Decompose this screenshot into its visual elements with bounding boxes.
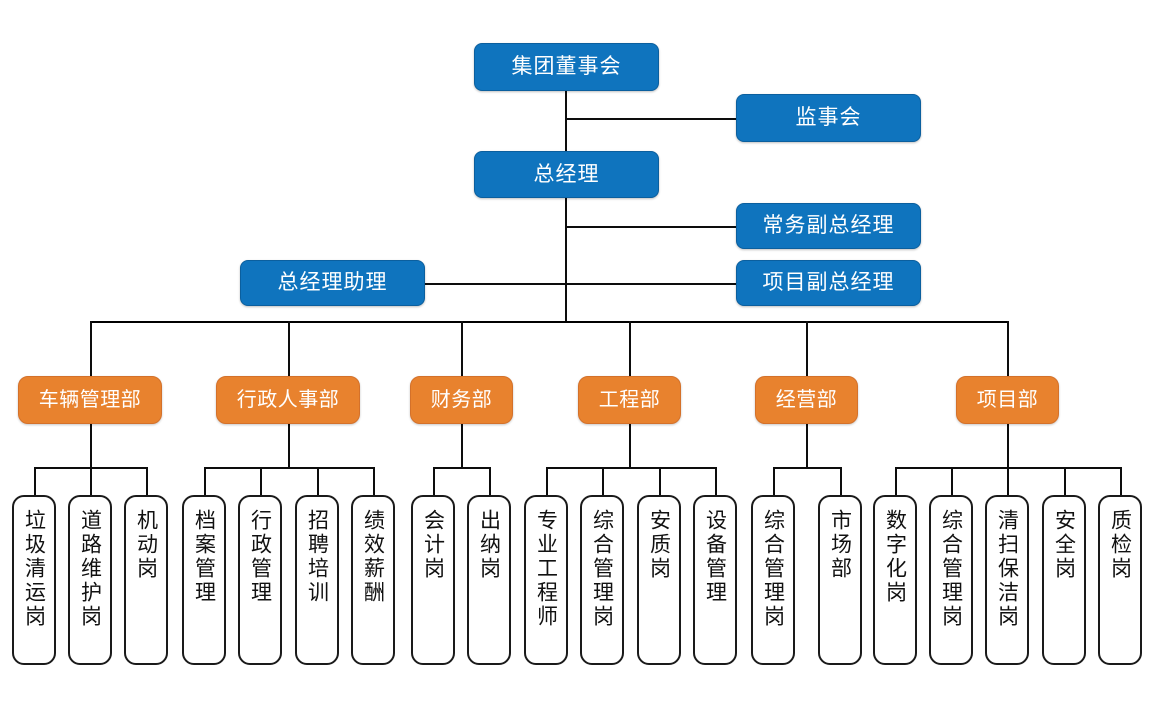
connector-dept2-stem <box>288 424 290 467</box>
connector-gm-to-project-deputy <box>565 283 736 285</box>
connector-gm-to-exec-deputy <box>565 226 736 228</box>
node-post-机动岗[interactable]: 机动岗 <box>124 495 168 665</box>
node-post-出纳岗[interactable]: 出纳岗 <box>467 495 511 665</box>
department-bus <box>90 321 1008 323</box>
connector-dept1-post-1 <box>34 467 36 495</box>
post-label: 机动岗 <box>134 509 159 581</box>
post-label: 综合管理岗 <box>590 509 615 629</box>
connector-bus-to-dept-3 <box>461 321 463 376</box>
node-post-绩效薪酬[interactable]: 绩效薪酬 <box>351 495 395 665</box>
connector-dept1-post-3 <box>146 467 148 495</box>
connector-dept4-post-3 <box>659 467 661 495</box>
post-label: 招聘培训 <box>305 509 330 605</box>
post-label: 会计岗 <box>421 509 446 581</box>
connector-dept2-bus <box>204 467 373 469</box>
connector-dept6-post-1 <box>895 467 897 495</box>
connector-dept6-post-4 <box>1064 467 1066 495</box>
node-post-综合管理岗-项目部[interactable]: 综合管理岗 <box>929 495 973 665</box>
post-label: 行政管理 <box>248 509 273 605</box>
connector-dept2-post-3 <box>317 467 319 495</box>
post-label: 质检岗 <box>1108 509 1133 581</box>
connector-dept4-post-1 <box>546 467 548 495</box>
node-post-安全岗[interactable]: 安全岗 <box>1042 495 1086 665</box>
node-project-deputy-gm[interactable]: 项目副总经理 <box>736 260 921 306</box>
post-label: 垃圾清运岗 <box>22 509 47 629</box>
post-label: 出纳岗 <box>477 509 502 581</box>
post-label: 专业工程师 <box>534 509 559 629</box>
connector-dept6-post-2 <box>951 467 953 495</box>
post-label: 综合管理岗 <box>761 509 786 629</box>
node-post-会计岗[interactable]: 会计岗 <box>411 495 455 665</box>
post-label: 档案管理 <box>192 509 217 605</box>
node-post-综合管理岗-工程部[interactable]: 综合管理岗 <box>580 495 624 665</box>
post-label: 安全岗 <box>1052 509 1077 581</box>
connector-dept2-post-4 <box>373 467 375 495</box>
connector-dept5-stem <box>806 424 808 467</box>
connector-dept3-stem <box>461 424 463 467</box>
post-label: 市场部 <box>828 509 853 581</box>
connector-board-to-supervisory <box>565 118 736 120</box>
node-post-设备管理[interactable]: 设备管理 <box>693 495 737 665</box>
post-label: 综合管理岗 <box>939 509 964 629</box>
node-department-2[interactable]: 行政人事部 <box>216 376 360 424</box>
connector-gm-assistant <box>425 283 565 285</box>
node-post-安质岗[interactable]: 安质岗 <box>637 495 681 665</box>
connector-dept6-post-5 <box>1120 467 1122 495</box>
connector-bus-to-dept-6 <box>1007 321 1009 376</box>
connector-dept4-stem <box>629 424 631 467</box>
node-department-3[interactable]: 财务部 <box>410 376 513 424</box>
node-post-清扫保洁岗[interactable]: 清扫保洁岗 <box>985 495 1029 665</box>
connector-dept3-post-1 <box>433 467 435 495</box>
node-post-档案管理[interactable]: 档案管理 <box>182 495 226 665</box>
post-label: 安质岗 <box>647 509 672 581</box>
connector-dept5-post-1 <box>773 467 775 495</box>
node-general-manager[interactable]: 总经理 <box>474 151 659 198</box>
connector-dept5-bus <box>773 467 840 469</box>
post-label: 设备管理 <box>703 509 728 605</box>
post-label: 清扫保洁岗 <box>995 509 1020 629</box>
node-department-4[interactable]: 工程部 <box>578 376 681 424</box>
connector-dept4-post-2 <box>602 467 604 495</box>
connector-dept2-post-2 <box>260 467 262 495</box>
node-department-1[interactable]: 车辆管理部 <box>18 376 162 424</box>
node-executive-deputy-gm[interactable]: 常务副总经理 <box>736 203 921 249</box>
connector-dept5-post-2 <box>840 467 842 495</box>
connector-dept2-post-1 <box>204 467 206 495</box>
node-post-招聘培训[interactable]: 招聘培训 <box>295 495 339 665</box>
node-post-道路维护岗[interactable]: 道路维护岗 <box>68 495 112 665</box>
connector-dept3-post-2 <box>489 467 491 495</box>
node-post-数字化岗[interactable]: 数字化岗 <box>873 495 917 665</box>
connector-dept6-post-3 <box>1007 467 1009 495</box>
post-label: 绩效薪酬 <box>361 509 386 605</box>
node-post-垃圾清运岗[interactable]: 垃圾清运岗 <box>12 495 56 665</box>
node-supervisory-board[interactable]: 监事会 <box>736 94 921 142</box>
connector-gm-trunk <box>565 198 567 322</box>
node-gm-assistant[interactable]: 总经理助理 <box>240 260 425 306</box>
node-department-6[interactable]: 项目部 <box>956 376 1059 424</box>
connector-bus-to-dept-1 <box>90 321 92 376</box>
node-department-5[interactable]: 经营部 <box>755 376 858 424</box>
connector-bus-to-dept-5 <box>806 321 808 376</box>
connector-board-to-gm <box>565 91 567 151</box>
node-post-综合管理岗-经营部[interactable]: 综合管理岗 <box>751 495 795 665</box>
connector-bus-to-dept-2 <box>288 321 290 376</box>
post-label: 道路维护岗 <box>78 509 103 629</box>
connector-dept3-bus <box>433 467 489 469</box>
node-post-专业工程师[interactable]: 专业工程师 <box>524 495 568 665</box>
connector-dept6-stem <box>1007 424 1009 467</box>
node-board[interactable]: 集团董事会 <box>474 43 659 91</box>
node-post-市场部[interactable]: 市场部 <box>818 495 862 665</box>
connector-dept4-post-4 <box>715 467 717 495</box>
node-post-质检岗[interactable]: 质检岗 <box>1098 495 1142 665</box>
connector-dept4-bus <box>546 467 715 469</box>
post-label: 数字化岗 <box>883 509 908 605</box>
node-post-行政管理[interactable]: 行政管理 <box>238 495 282 665</box>
connector-dept1-post-2 <box>90 467 92 495</box>
connector-dept1-stem <box>90 424 92 467</box>
connector-bus-to-dept-4 <box>629 321 631 376</box>
